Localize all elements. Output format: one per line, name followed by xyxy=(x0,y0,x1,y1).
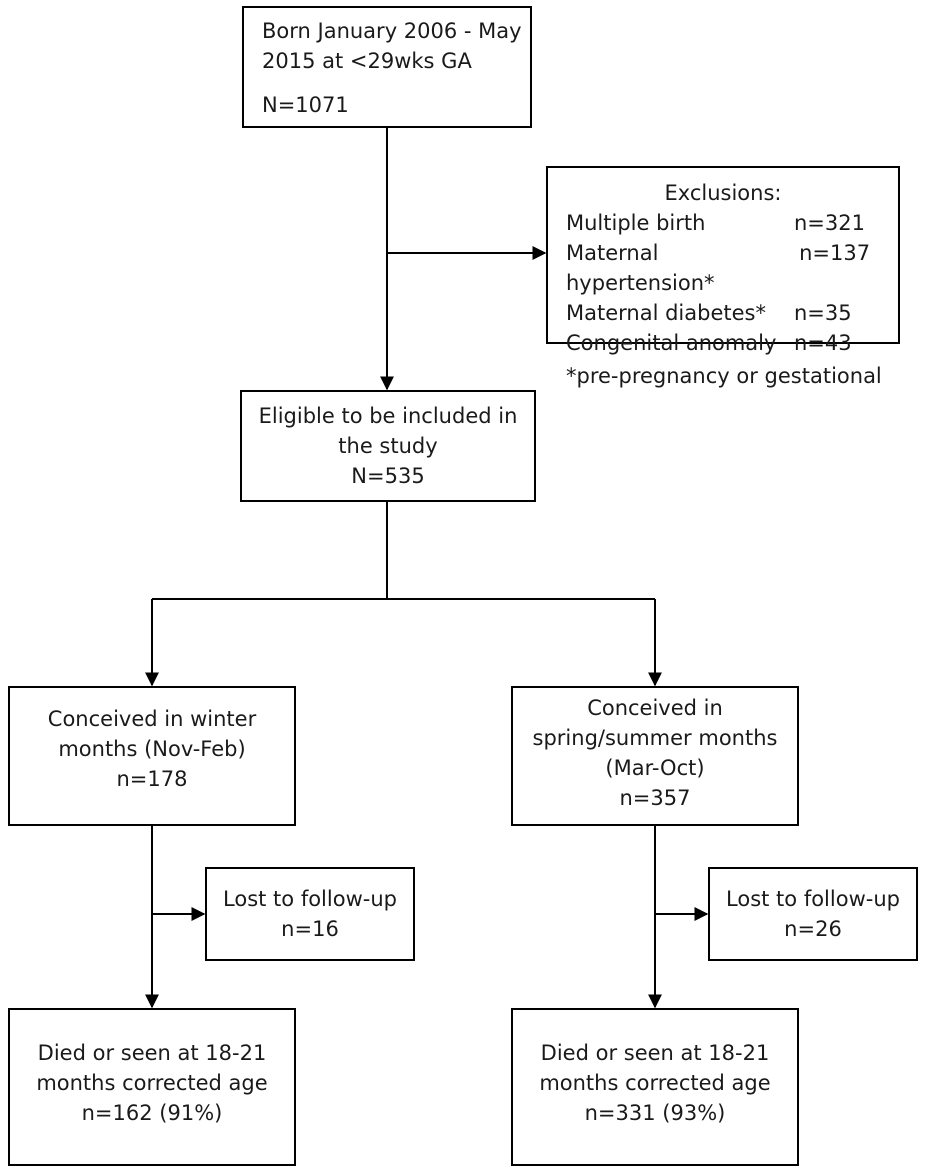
summer-text-line2: spring/summer months xyxy=(532,726,778,750)
winter-outcome-line1: Died or seen at 18-21 xyxy=(37,1041,267,1065)
exclusion-label: Maternal diabetes* xyxy=(566,301,766,325)
winter-lost-box: Lost to follow-up n=16 xyxy=(205,867,415,961)
summer-outcome-line2: months corrected age xyxy=(539,1071,771,1095)
winter-text-line1: Conceived in winter xyxy=(47,707,257,731)
eligible-box: Eligible to be included in the study N=5… xyxy=(240,390,536,502)
exclusions-box: Exclusions: Multiple birth n=321 Materna… xyxy=(546,166,900,355)
eligible-text-line1: Eligible to be included in xyxy=(258,404,518,428)
exclusion-item: Maternal hypertension* n=137 xyxy=(566,238,880,298)
exclusion-label: Multiple birth xyxy=(566,211,706,235)
exclusion-count: n=137 xyxy=(799,241,871,265)
exclusion-label: Congenital anomaly xyxy=(566,331,777,355)
exclusion-count: n=35 xyxy=(794,301,852,325)
exclusion-count: n=321 xyxy=(794,211,865,235)
summer-lost-label: Lost to follow-up xyxy=(726,887,900,911)
exclusion-count: n=43 xyxy=(794,331,852,355)
summer-lost-box: Lost to follow-up n=26 xyxy=(708,867,918,961)
winter-outcome-box: Died or seen at 18-21 months corrected a… xyxy=(8,1008,296,1166)
summer-lost-count: n=26 xyxy=(784,917,842,941)
exclusions-footnote: *pre-pregnancy or gestational xyxy=(566,364,882,388)
winter-outcome-line2: months corrected age xyxy=(36,1071,268,1095)
eligible-count: N=535 xyxy=(351,464,425,488)
winter-count: n=178 xyxy=(116,767,188,791)
summer-outcome-box: Died or seen at 18-21 months corrected a… xyxy=(511,1008,799,1166)
winter-outcome-count: n=162 (91%) xyxy=(81,1101,223,1125)
summer-outcome-line1: Died or seen at 18-21 xyxy=(540,1041,770,1065)
winter-lost-count: n=16 xyxy=(281,917,339,941)
start-text-line1: Born January 2006 - May xyxy=(262,19,522,43)
summer-cohort-box: Conceived in spring/summer months (Mar-O… xyxy=(511,686,799,826)
winter-cohort-box: Conceived in winter months (Nov-Feb) n=1… xyxy=(8,686,296,826)
start-text-line2: 2015 at <29wks GA xyxy=(262,49,472,73)
eligible-text-line2: the study xyxy=(338,434,438,458)
summer-text-line3: (Mar-Oct) xyxy=(605,756,705,780)
winter-lost-label: Lost to follow-up xyxy=(223,887,397,911)
summer-count: n=357 xyxy=(619,786,691,810)
exclusions-title: Exclusions: xyxy=(664,181,782,205)
exclusion-label: Maternal hypertension* xyxy=(566,241,715,295)
summer-text-line1: Conceived in xyxy=(587,696,723,720)
exclusion-item: Congenital anomaly n=43 xyxy=(566,328,880,358)
start-population-box: Born January 2006 - May 2015 at <29wks G… xyxy=(242,6,532,128)
winter-text-line2: months (Nov-Feb) xyxy=(58,737,246,761)
exclusion-item: Multiple birth n=321 xyxy=(566,208,880,238)
summer-outcome-count: n=331 (93%) xyxy=(584,1101,726,1125)
exclusion-item: Maternal diabetes* n=35 xyxy=(566,298,880,328)
start-count: N=1071 xyxy=(262,93,349,117)
